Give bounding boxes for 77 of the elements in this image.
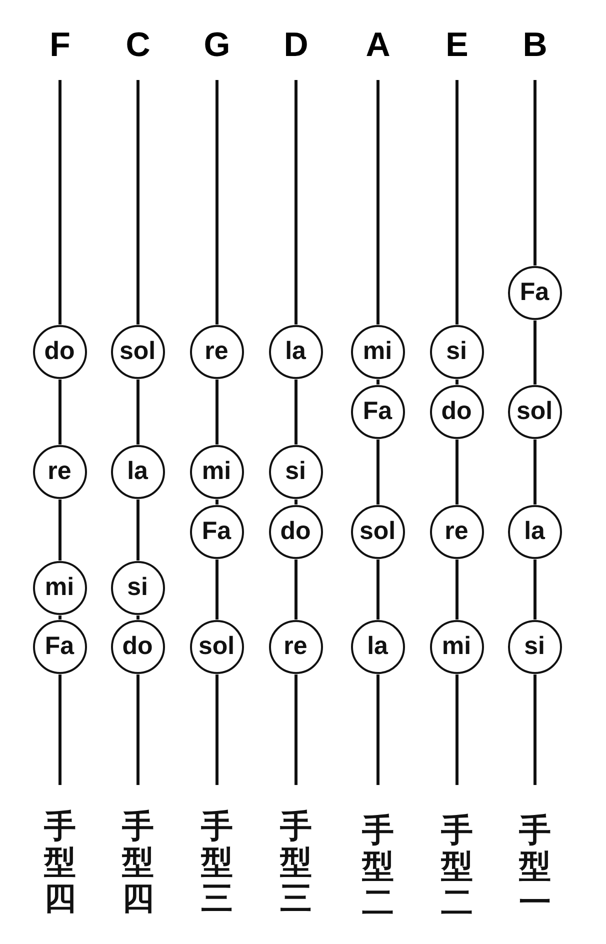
string-name: D bbox=[276, 27, 316, 63]
string-line bbox=[216, 500, 218, 504]
string-line bbox=[456, 440, 458, 504]
hand-position-label: 手型四 bbox=[43, 808, 77, 916]
string-line bbox=[534, 440, 536, 504]
string-line bbox=[216, 674, 218, 785]
string-line bbox=[58, 80, 62, 324]
note-circle: Fa bbox=[190, 504, 244, 558]
string-line bbox=[294, 560, 298, 620]
string-line bbox=[534, 320, 536, 384]
note-circle: Fa bbox=[350, 384, 404, 438]
string-name: C bbox=[118, 27, 158, 63]
note-circle: sol bbox=[190, 620, 244, 674]
note-circle: mi bbox=[32, 560, 86, 614]
string-line bbox=[216, 80, 218, 324]
string-line bbox=[534, 560, 536, 620]
string-line bbox=[294, 380, 298, 444]
string-name: G bbox=[197, 27, 237, 63]
note-circle: mi bbox=[190, 444, 244, 498]
string-line bbox=[456, 674, 458, 785]
hand-position-label: 手型四 bbox=[121, 808, 155, 916]
string-name: A bbox=[358, 27, 398, 63]
string-line bbox=[456, 80, 458, 324]
hand-position-label: 手型三 bbox=[279, 808, 313, 916]
string-line bbox=[136, 380, 140, 444]
string-line bbox=[294, 500, 298, 504]
string-line bbox=[58, 674, 62, 785]
string-line bbox=[376, 380, 380, 384]
string-line bbox=[136, 80, 140, 324]
string-line bbox=[456, 380, 458, 384]
note-circle: re bbox=[430, 504, 484, 558]
string-line bbox=[294, 80, 298, 324]
string-line bbox=[534, 674, 536, 785]
note-circle: mi bbox=[350, 324, 404, 378]
string-line bbox=[58, 380, 62, 444]
note-circle: si bbox=[508, 620, 562, 674]
note-circle: si bbox=[268, 444, 322, 498]
string-line bbox=[216, 380, 218, 444]
hand-position-label: 手型三 bbox=[200, 808, 234, 916]
note-circle: la bbox=[268, 324, 322, 378]
hand-position-label: 手型二 bbox=[440, 812, 474, 920]
note-circle: Fa bbox=[508, 266, 562, 320]
string-name: F bbox=[40, 27, 80, 63]
note-circle: si bbox=[430, 324, 484, 378]
note-circle: re bbox=[268, 620, 322, 674]
hand-position-label: 手型二 bbox=[361, 812, 395, 920]
note-circle: re bbox=[32, 444, 86, 498]
note-circle: si bbox=[110, 560, 164, 614]
note-circle: la bbox=[110, 444, 164, 498]
string-line bbox=[136, 616, 140, 620]
note-circle: do bbox=[110, 620, 164, 674]
note-circle: Fa bbox=[32, 620, 86, 674]
note-circle: do bbox=[32, 324, 86, 378]
note-circle: sol bbox=[508, 384, 562, 438]
string-line bbox=[136, 500, 140, 560]
string-name: E bbox=[437, 27, 477, 63]
note-circle: do bbox=[430, 384, 484, 438]
string-line bbox=[58, 616, 62, 620]
string-line bbox=[136, 674, 140, 785]
string-line bbox=[456, 560, 458, 620]
note-circle: la bbox=[508, 504, 562, 558]
string-line bbox=[294, 674, 298, 785]
string-name: B bbox=[515, 27, 555, 63]
note-circle: re bbox=[190, 324, 244, 378]
note-circle: sol bbox=[110, 324, 164, 378]
string-line bbox=[534, 80, 536, 266]
note-circle: mi bbox=[430, 620, 484, 674]
string-line bbox=[58, 500, 62, 560]
note-circle: la bbox=[350, 620, 404, 674]
hand-position-label: 手型一 bbox=[518, 812, 552, 920]
note-circle: do bbox=[268, 504, 322, 558]
string-line bbox=[376, 560, 380, 620]
string-line bbox=[376, 80, 380, 324]
string-line bbox=[376, 440, 380, 504]
note-circle: sol bbox=[350, 504, 404, 558]
string-line bbox=[376, 674, 380, 785]
string-line bbox=[216, 560, 218, 620]
